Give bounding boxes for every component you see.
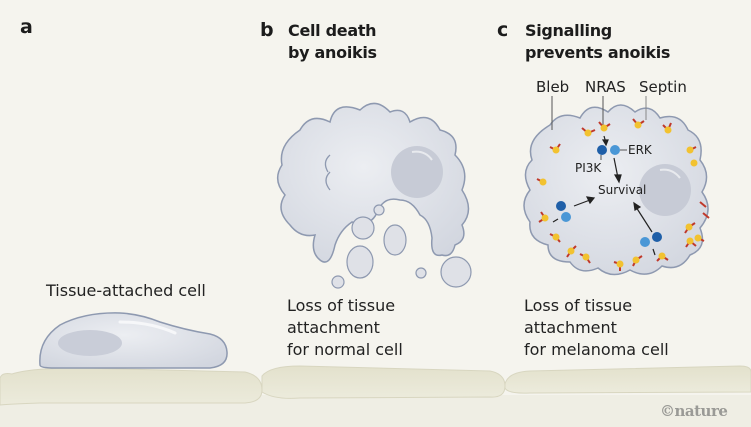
panel-b-caption: Loss of tissue attachment for normal cel… bbox=[287, 295, 403, 361]
erk-molecule bbox=[640, 237, 650, 247]
erk-molecule bbox=[610, 145, 620, 155]
panel-b-title: Cell death by anoikis bbox=[288, 20, 377, 64]
erk-molecule bbox=[561, 212, 571, 222]
panel-b-title-line1: Cell death bbox=[288, 21, 377, 40]
panel-c-caption-line3: for melanoma cell bbox=[524, 340, 669, 359]
pi3k-label: PI3K bbox=[575, 161, 602, 175]
melanoma-cell bbox=[523, 96, 710, 276]
panel-c-caption: Loss of tissue attachment for melanoma c… bbox=[524, 295, 669, 361]
bleb-fragment bbox=[373, 204, 385, 216]
bleb-fragment bbox=[346, 245, 374, 279]
bleb-fragment bbox=[383, 224, 407, 256]
pi3k-molecule bbox=[652, 232, 662, 242]
nras-label: NRAS bbox=[585, 78, 626, 96]
panel-c-title-line2: prevents anoikis bbox=[525, 43, 671, 62]
panel-b-caption-line3: for normal cell bbox=[287, 340, 403, 359]
signal-arrows bbox=[552, 135, 656, 256]
panel-c-title: Signalling prevents anoikis bbox=[525, 20, 670, 64]
nucleus bbox=[639, 164, 691, 216]
attached-cell bbox=[39, 312, 228, 369]
panel-b-title-line2: by anoikis bbox=[288, 43, 377, 62]
panel-b-caption-line2: attachment bbox=[287, 318, 380, 337]
survival-label: Survival bbox=[598, 183, 647, 197]
panel-c-letter: c bbox=[497, 19, 509, 41]
bleb-fragment bbox=[331, 275, 345, 289]
panel-c-caption-line2: attachment bbox=[524, 318, 617, 337]
nature-credit: ©nature bbox=[660, 402, 728, 420]
tissue-layer bbox=[0, 365, 751, 427]
pi3k-molecule bbox=[556, 201, 566, 211]
nucleus bbox=[58, 330, 122, 356]
panel-c-title-line1: Signalling bbox=[525, 21, 612, 40]
erk-label: ERK bbox=[628, 143, 652, 157]
septin-label: Septin bbox=[639, 78, 687, 96]
panel-c-caption-line1: Loss of tissue bbox=[524, 296, 633, 315]
bleb-fragment bbox=[440, 256, 472, 288]
bleb-fragment bbox=[415, 267, 427, 279]
nras-septin-markers bbox=[536, 118, 710, 271]
panel-a-letter: a bbox=[20, 16, 33, 38]
bleb-label: Bleb bbox=[536, 78, 570, 96]
panel-b-letter: b bbox=[260, 19, 274, 41]
bleb-fragment bbox=[351, 216, 375, 240]
nucleus bbox=[391, 146, 443, 198]
panel-b-caption-line1: Loss of tissue bbox=[287, 296, 396, 315]
tissue-attached-cell-label: Tissue-attached cell bbox=[46, 281, 206, 300]
pi3k-molecule bbox=[597, 145, 607, 155]
dying-cell bbox=[276, 102, 472, 289]
